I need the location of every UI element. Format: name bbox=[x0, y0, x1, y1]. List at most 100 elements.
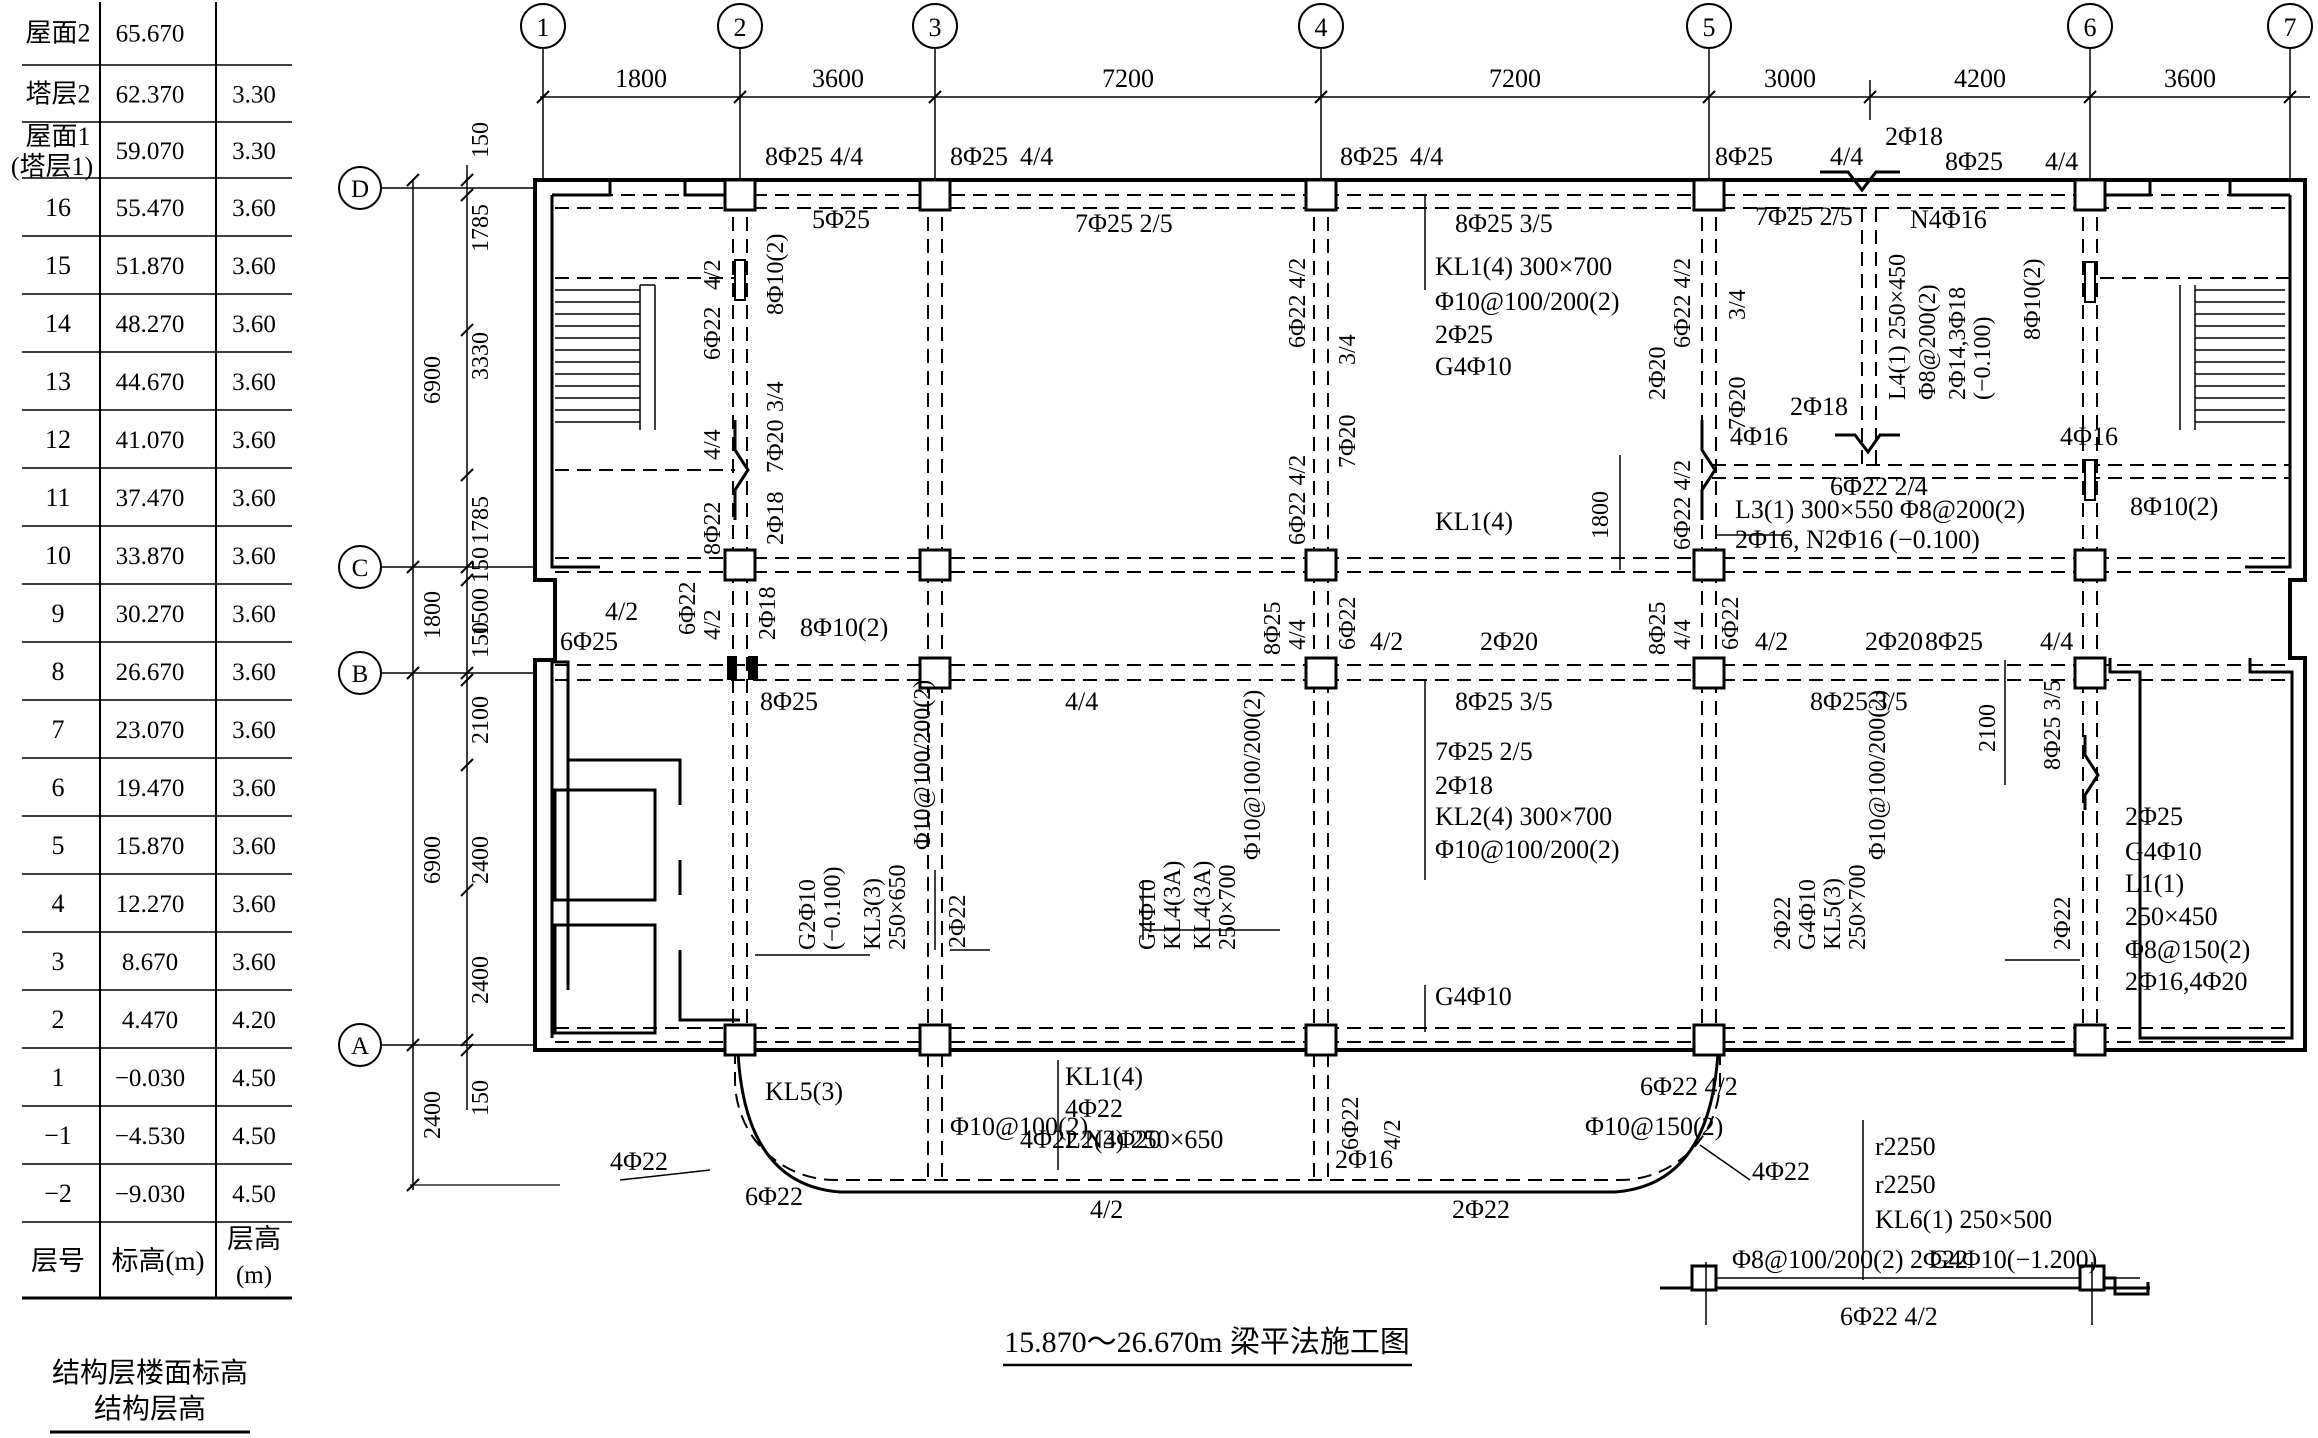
row-floor: −1 bbox=[44, 1121, 72, 1150]
axis-bubble-A: A bbox=[338, 1023, 535, 1067]
rebar-label: Φ10@100(2) bbox=[950, 1112, 1088, 1141]
column-square bbox=[1304, 656, 1338, 690]
row-elevation: 8.670 bbox=[122, 949, 178, 976]
rebar-label: 8Φ10(2) bbox=[800, 613, 888, 642]
rebar-label: G4Φ10 bbox=[1435, 352, 1512, 381]
rebar-label: 8Φ25 bbox=[950, 142, 1008, 171]
axis-bubble-B: B bbox=[338, 651, 535, 695]
rebar-label: Φ8@100/200(2) 2Φ22 bbox=[1732, 1245, 1968, 1274]
column-square bbox=[2073, 656, 2107, 690]
row-elevation: 44.670 bbox=[116, 369, 185, 396]
row-height: 3.60 bbox=[232, 543, 276, 570]
rebar-label: N4Φ16 bbox=[1910, 205, 1987, 234]
rebar-label: 250×650 bbox=[885, 864, 911, 950]
rebar-label: 250×700 bbox=[1845, 864, 1871, 950]
dim-left-total: 1800 bbox=[420, 591, 446, 639]
rebar-label: 2Φ22 bbox=[1452, 1195, 1510, 1224]
rebar-label: 8Φ25 bbox=[1925, 627, 1983, 656]
rebar-label: 2Φ25 bbox=[2125, 802, 2183, 831]
rebar-label: 8Φ25 3/5 bbox=[1455, 209, 1553, 238]
row-elevation: 19.470 bbox=[116, 775, 185, 802]
rebar-label: 6Φ22 4/2 bbox=[1840, 1302, 1938, 1331]
column-square bbox=[1692, 548, 1726, 582]
dim-left-total: 6900 bbox=[420, 836, 446, 884]
axis-label: C bbox=[352, 555, 369, 582]
rebar-label: 4Φ22 bbox=[610, 1147, 668, 1176]
row-height: 4.50 bbox=[232, 1123, 276, 1150]
row-height: 3.60 bbox=[232, 891, 276, 918]
rebar-label: 4/4 bbox=[1410, 142, 1443, 171]
row-elevation: 33.870 bbox=[116, 543, 185, 570]
rebar-label: 4/2 bbox=[1380, 1119, 1406, 1150]
rebar-label: 4Φ22 bbox=[1065, 1094, 1123, 1123]
row-elevation: 23.070 bbox=[116, 717, 185, 744]
rebar-label: L2(3) 250×650 bbox=[1065, 1125, 1223, 1154]
rebar-label: KL4(3A) bbox=[1160, 861, 1186, 950]
column-square bbox=[723, 548, 757, 582]
axis-label: B bbox=[352, 661, 369, 688]
rebar-label: 2Φ16, N2Φ16 (−0.100) bbox=[1735, 525, 1980, 554]
dim-left-detail: 2400 bbox=[468, 836, 494, 884]
rebar-label: 6Φ22 bbox=[700, 306, 726, 360]
rebar-label: KL4(3A) bbox=[1190, 861, 1216, 950]
rebar-label: Φ10@100/200(2) bbox=[1865, 690, 1891, 860]
axis-label: D bbox=[351, 176, 369, 203]
dim-left-detail: 3330 bbox=[468, 332, 494, 380]
row-floor: 12 bbox=[45, 425, 71, 454]
drawing-title: 15.870～26.670m 梁平法施工图 bbox=[1003, 1326, 1412, 1367]
row-floor: 8 bbox=[52, 657, 65, 686]
axis-label: 7 bbox=[2284, 13, 2297, 42]
rebar-label: 2Φ20 bbox=[1645, 346, 1671, 400]
row-elevation: −0.030 bbox=[115, 1065, 185, 1092]
dim-left-detail: 1785 bbox=[468, 204, 494, 252]
column-square bbox=[2073, 1023, 2107, 1057]
rebar-label: 4/4 bbox=[1285, 619, 1311, 650]
row-floor: 7 bbox=[52, 715, 65, 744]
table-caption-2: 结构层高 bbox=[94, 1393, 206, 1425]
axis-label: 3 bbox=[929, 13, 942, 42]
rebar-label: 2Φ22 bbox=[945, 894, 971, 948]
rebar-label: L1(1) bbox=[2125, 869, 2184, 898]
row-height: 3.60 bbox=[232, 833, 276, 860]
columns bbox=[723, 178, 2107, 1057]
row-floor: 1 bbox=[52, 1063, 65, 1092]
row-elevation: 55.470 bbox=[116, 195, 185, 222]
row-floor: 屋面2 bbox=[25, 19, 90, 48]
dim-top: 4200 bbox=[1954, 64, 2006, 93]
axis-bubble-3: 3 bbox=[912, 3, 958, 180]
rebar-label: KL2(4) 300×700 bbox=[1435, 802, 1612, 831]
rebar-label: G2Φ10 bbox=[795, 879, 821, 950]
row-height: 3.60 bbox=[232, 485, 276, 512]
header-floor: 层号 bbox=[31, 1246, 85, 1276]
row-height: 3.60 bbox=[232, 659, 276, 686]
axis-bubble-7: 7 bbox=[2267, 3, 2313, 180]
rebar-label: KL1(4) 300×700 bbox=[1435, 252, 1612, 281]
dim-left-detail: 2400 bbox=[468, 956, 494, 1004]
row-height: 3.60 bbox=[232, 253, 276, 280]
dim-left-detail: 150 bbox=[468, 547, 494, 583]
rebar-label: 2Φ20 bbox=[1480, 627, 1538, 656]
rebar-label: 2Φ20 bbox=[1865, 627, 1923, 656]
header-height-unit: (m) bbox=[236, 1262, 272, 1289]
rebar-label: 6Φ22 2/4 bbox=[1830, 472, 1928, 501]
rebar-label: 8Φ10(2) bbox=[2020, 258, 2046, 340]
row-elevation: 37.470 bbox=[116, 485, 185, 512]
rebar-label: 4Φ16 bbox=[2060, 422, 2118, 451]
rebar-label: 8Φ25 bbox=[1715, 142, 1773, 171]
rebar-label: 4/4 bbox=[1020, 142, 1053, 171]
axis-label: 5 bbox=[1703, 13, 1716, 42]
row-floor: 2 bbox=[52, 1005, 65, 1034]
row-height: 3.60 bbox=[232, 601, 276, 628]
dim-top: 7200 bbox=[1102, 64, 1154, 93]
row-floor: 9 bbox=[52, 599, 65, 628]
rebar-label: KL1(4) bbox=[1065, 1062, 1143, 1091]
